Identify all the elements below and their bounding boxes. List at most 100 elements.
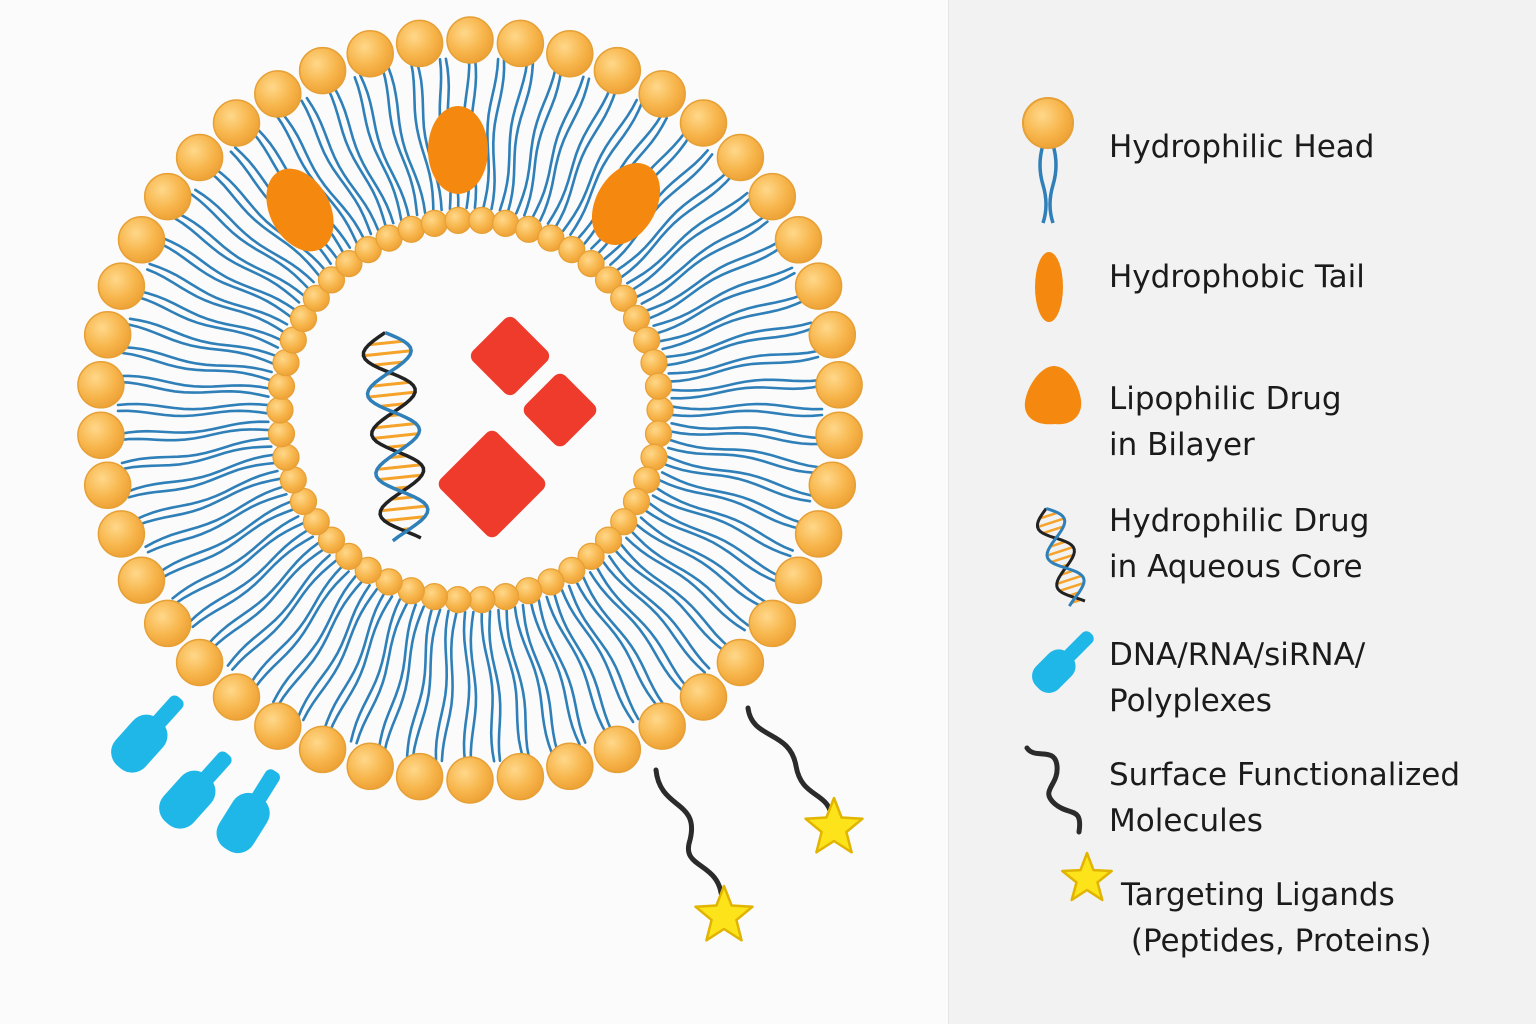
lipid-tail xyxy=(488,609,502,762)
linker-icon xyxy=(1024,745,1083,835)
lipid-tail xyxy=(144,485,285,549)
lipid-tail xyxy=(121,351,272,382)
inner-lipid-head xyxy=(317,526,346,554)
inner-lipid-head xyxy=(610,284,638,312)
lipid-tail xyxy=(663,463,812,503)
lipid-tail xyxy=(608,555,711,670)
liposome-diagram xyxy=(77,16,864,942)
lipid-tail xyxy=(569,101,644,236)
outer-lipid-head xyxy=(638,702,686,750)
dna-rung xyxy=(1050,553,1075,564)
lipid-tail xyxy=(575,580,660,709)
lipid-tail xyxy=(176,212,305,297)
lipid-tail xyxy=(665,455,813,497)
inner-lipid-head xyxy=(302,508,330,536)
lipid-tail xyxy=(554,88,618,229)
outer-lipid-head xyxy=(593,46,642,95)
inner-lipid-head xyxy=(577,250,605,278)
outer-lipid-head xyxy=(346,29,394,78)
inner-lipid-head xyxy=(354,556,382,585)
outer-lipid-head xyxy=(117,556,166,604)
lipid-tail xyxy=(331,84,395,225)
lipid-tail xyxy=(644,240,781,313)
outer-lipid-head xyxy=(496,752,545,801)
lipid-tail xyxy=(655,486,794,552)
lipid-tail xyxy=(523,68,563,217)
outer-lipid-head xyxy=(298,725,347,774)
capsule-body xyxy=(216,792,270,854)
lipid-tail xyxy=(127,461,277,499)
lipid-tail xyxy=(648,501,782,578)
dna-rung xyxy=(371,380,411,388)
lipid-tail xyxy=(405,607,434,758)
dna-rung xyxy=(379,402,406,408)
lipid-tail xyxy=(296,584,371,719)
lipid-tail xyxy=(626,191,749,285)
outer-lipid-head xyxy=(638,70,686,118)
inner-lipid-head xyxy=(444,206,472,234)
linker-strand xyxy=(745,705,835,823)
lipid-tail xyxy=(146,268,285,334)
inner-lipid-head xyxy=(492,582,520,611)
inner-lipid-head xyxy=(644,420,673,448)
lipid-tail xyxy=(280,111,365,240)
lipophilic-drug-blob xyxy=(266,168,334,252)
lipophilic-drugs xyxy=(266,106,661,252)
lipid-tail xyxy=(560,588,635,724)
outer-lipid-head xyxy=(298,46,347,95)
lipid-tail xyxy=(322,591,386,732)
lipid-tail xyxy=(253,570,350,690)
lipid-tail xyxy=(174,522,305,605)
outer-lipid-head xyxy=(546,742,594,791)
lipid-tail xyxy=(506,62,535,213)
outer-lipid-head xyxy=(815,361,863,409)
inner-lipid-head xyxy=(266,396,294,424)
legend-label-hydrophilic-drug: Hydrophilic Drug in Aqueous Core xyxy=(1109,503,1370,585)
inner-lipid-head xyxy=(468,206,496,234)
lipid-tail xyxy=(639,516,767,603)
lipid-tail xyxy=(640,220,769,305)
lipid-tail xyxy=(383,605,425,753)
inner-lipid-head xyxy=(420,209,448,237)
lipid-tail xyxy=(670,409,824,418)
lipid-tail xyxy=(521,603,559,753)
dna-rung xyxy=(373,360,404,367)
lipid-tail xyxy=(644,509,779,584)
inner-lipid-head xyxy=(640,349,668,377)
targeting-ligands xyxy=(694,796,864,942)
outer-lipid-head xyxy=(679,673,728,721)
outer-lipid-head xyxy=(83,461,132,510)
lipid-tail xyxy=(619,543,731,649)
inner-lipid-head xyxy=(272,349,300,377)
lipid-tail xyxy=(490,58,506,211)
lipid-tail xyxy=(505,607,531,759)
inner-lipid-head xyxy=(492,209,520,237)
inner-lipid-head xyxy=(267,420,296,448)
lipid-tail xyxy=(668,438,819,469)
lipid-tail xyxy=(440,610,458,763)
dna-strand xyxy=(1035,507,1086,603)
lipid-tail xyxy=(117,380,270,398)
outer-lipid-head xyxy=(679,99,728,147)
lipid-tail xyxy=(135,295,280,349)
lipid-tail xyxy=(658,478,803,531)
outer-lipid-head xyxy=(446,16,494,64)
lipid-tail xyxy=(300,99,373,236)
inner-lipid-head xyxy=(397,215,425,243)
outer-lipid-head xyxy=(808,310,857,359)
lipid-tail xyxy=(663,321,813,359)
dna-helix xyxy=(361,330,430,543)
legend-panel: Hydrophilic Head Hydrophobic Tail Lipoph… xyxy=(948,0,1536,1024)
outer-lipid-head xyxy=(794,262,843,310)
inner-lipid-head xyxy=(289,304,318,333)
lipid-tail xyxy=(116,409,270,418)
star-icon xyxy=(1061,851,1113,902)
lipid-tail xyxy=(328,595,394,734)
dna-rung xyxy=(376,463,422,471)
lipid-tail xyxy=(545,595,609,736)
lipid-tail xyxy=(631,196,753,292)
capsule-body xyxy=(111,714,168,773)
lipid-tail xyxy=(213,166,326,271)
outer-lipid-head xyxy=(97,510,146,558)
lipid-tail xyxy=(118,428,271,442)
